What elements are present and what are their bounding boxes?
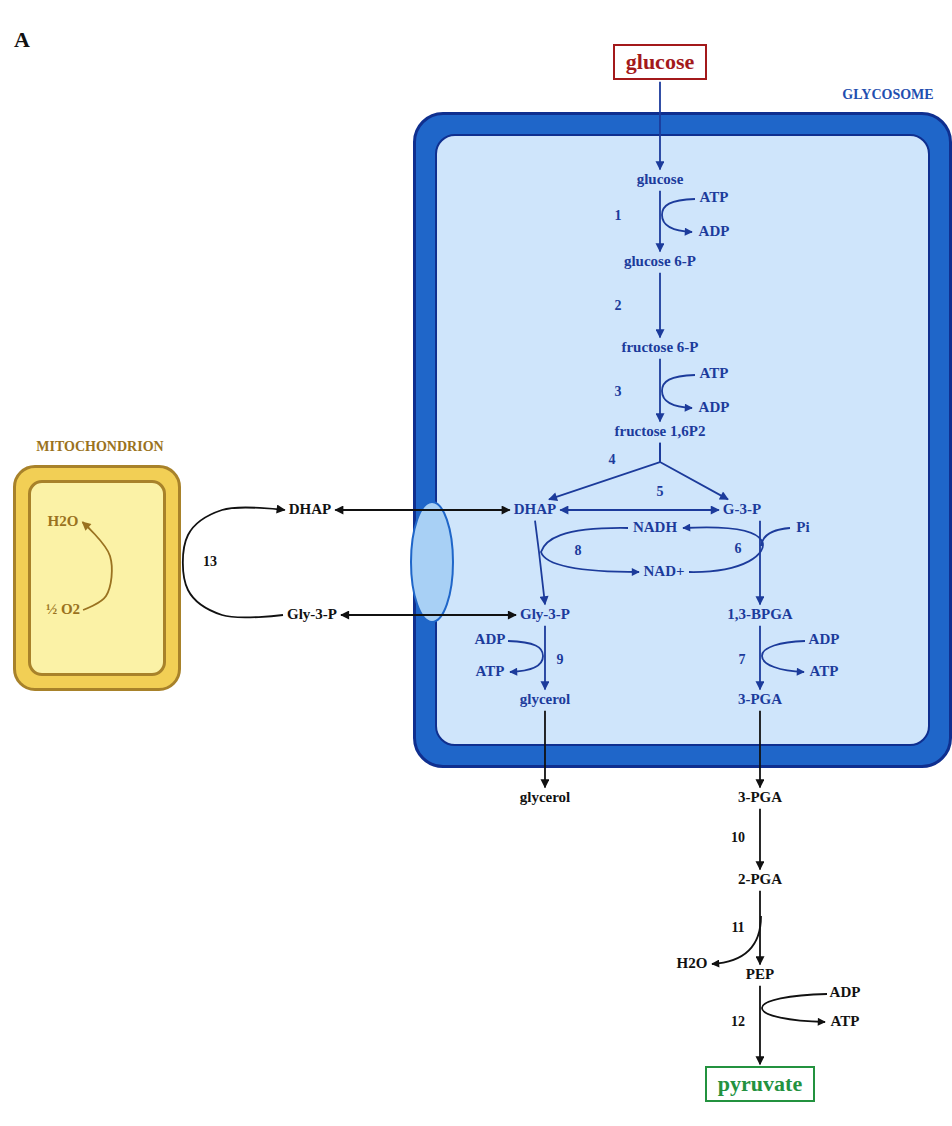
metabolite: Gly-3-P: [287, 606, 337, 623]
metabolite: glucose: [637, 171, 684, 188]
cofactor-label: ATP: [700, 189, 729, 206]
metabolite-name: glucose: [637, 171, 684, 188]
metabolite: fructose 1,6P2: [615, 423, 706, 440]
cofactor-label: ADP: [830, 984, 861, 1001]
step-number: 12: [731, 1014, 745, 1030]
cofactor-label: Pi: [796, 519, 809, 536]
metabolite-name: ½ O2: [46, 601, 80, 618]
reaction-arrow: [759, 809, 761, 870]
metabolite-name: 1,3-BPGA: [727, 606, 792, 623]
metabolite-name: DHAP: [514, 501, 557, 518]
mitochondrion-inner: [28, 480, 166, 676]
metabolite: glycerol: [520, 691, 571, 708]
product-box: pyruvate: [705, 1066, 815, 1101]
metabolite: G-3-P: [723, 501, 761, 518]
metabolite: glycerol: [520, 789, 571, 806]
metabolite-name: 2-PGA: [738, 871, 782, 888]
compartment-heading: GLYCOSOME: [842, 87, 933, 103]
metabolite: PEP: [746, 966, 774, 983]
substrate-box: glucose: [613, 44, 707, 79]
compartment-heading: MITOCHONDRION: [36, 439, 163, 455]
step-number: 9: [557, 652, 564, 668]
metabolite-name: glycerol: [520, 789, 571, 806]
step-number: 1: [615, 208, 622, 224]
reaction-arrow: [183, 508, 285, 618]
reaction-arrow: [544, 626, 546, 690]
reaction-arrow: [544, 711, 546, 788]
metabolite: 1,3-BPGA: [727, 606, 792, 623]
metabolite: 3-PGA: [738, 691, 782, 708]
step-number: 11: [731, 920, 744, 936]
metabolite: Gly-3-P: [520, 606, 570, 623]
cofactor-label: H2O: [677, 955, 708, 972]
metabolite: 3-PGA: [738, 789, 782, 806]
cofactor-label: ATP: [700, 365, 729, 382]
reaction-arrow: [759, 711, 761, 788]
cofactor-label: ATP: [810, 663, 839, 680]
reaction-arrow: [759, 891, 761, 965]
reaction-arrow: [659, 273, 661, 338]
reaction-arrow: [341, 614, 516, 616]
reaction-arrow: [659, 82, 661, 170]
metabolite: H2O: [48, 513, 79, 530]
reaction-arrow: [560, 509, 719, 511]
metabolite-name: 3-PGA: [738, 789, 782, 806]
step-number: 4: [609, 452, 616, 468]
cofactor-label: ADP: [809, 631, 840, 648]
metabolite: glucose 6-P: [624, 253, 696, 270]
cofactor-label: ADP: [699, 223, 730, 240]
cofactor-arrow: [762, 994, 827, 1022]
metabolite-name: Gly-3-P: [520, 606, 570, 623]
metabolite: fructose 6-P: [621, 339, 698, 356]
step-number: 7: [739, 652, 746, 668]
transporter-symbol: [411, 502, 453, 622]
metabolite-name: Gly-3-P: [287, 606, 337, 623]
step-number: 13: [203, 554, 217, 570]
step-number: 5: [657, 484, 664, 500]
cofactor-label: NAD+: [643, 563, 684, 580]
reaction-arrow: [659, 359, 661, 422]
metabolite-name: H2O: [48, 513, 79, 530]
cofactor-label: ADP: [699, 399, 730, 416]
cofactor-label: ADP: [475, 631, 506, 648]
panel-label: A: [14, 27, 30, 52]
step-number: 2: [615, 298, 622, 314]
metabolite-name: glucose: [626, 49, 694, 74]
mitochondrion-outer: [13, 465, 181, 691]
cofactor-label: NADH: [633, 519, 677, 536]
metabolite-name: glycerol: [520, 691, 571, 708]
metabolite-name: G-3-P: [723, 501, 761, 518]
metabolite: 2-PGA: [738, 871, 782, 888]
glycosome-lumen: [435, 134, 930, 746]
metabolite-name: 3-PGA: [738, 691, 782, 708]
reaction-arrow: [659, 191, 661, 252]
metabolite-name: fructose 1,6P2: [615, 423, 706, 440]
step-number: 10: [731, 830, 745, 846]
metabolite: DHAP: [289, 501, 332, 518]
cofactor-label: ATP: [831, 1013, 860, 1030]
metabolite: ½ O2: [46, 601, 80, 618]
cofactor-label: ATP: [476, 663, 505, 680]
cofactor-arrow: [712, 916, 761, 964]
step-number: 8: [575, 543, 582, 559]
metabolite: DHAP: [514, 501, 557, 518]
step-number: 6: [735, 541, 742, 557]
metabolite-name: glucose 6-P: [624, 253, 696, 270]
reaction-arrow: [759, 626, 761, 690]
reaction-arrow: [335, 509, 510, 511]
metabolite-name: PEP: [746, 966, 774, 983]
metabolite-name: pyruvate: [718, 1071, 802, 1096]
mitochondrion-compartment: MITOCHONDRIONH2O½ O2: [13, 465, 181, 691]
reaction-arrow: [759, 986, 761, 1065]
step-number: 3: [615, 384, 622, 400]
metabolite-name: DHAP: [289, 501, 332, 518]
metabolite-name: fructose 6-P: [621, 339, 698, 356]
reaction-arrow: [759, 521, 761, 605]
